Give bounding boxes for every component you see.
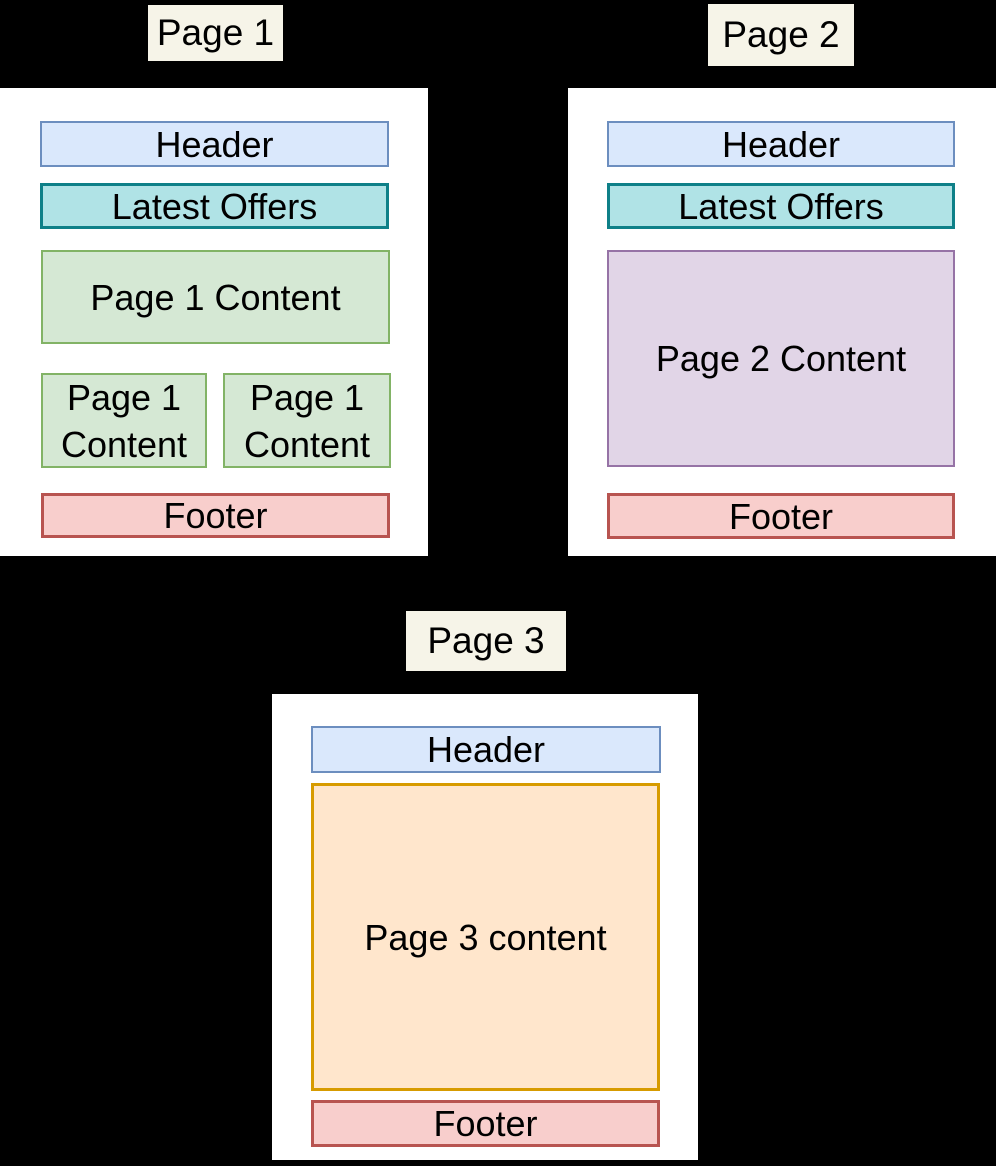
page1-card: Header Latest Offers Page 1 Content Page… (0, 88, 428, 556)
page3-header-block: Header (311, 726, 661, 773)
page1-latest-offers-block: Latest Offers (40, 183, 389, 229)
page1-content-left-block: Page 1 Content (41, 373, 207, 468)
page1-title: Page 1 (148, 5, 283, 61)
page3-card: Header Page 3 content Footer (272, 694, 698, 1160)
page2-card: Header Latest Offers Page 2 Content Foot… (568, 88, 996, 556)
page3-content-main-block: Page 3 content (311, 783, 660, 1091)
page2-header-block: Header (607, 121, 955, 167)
page1-footer-block: Footer (41, 493, 390, 538)
page2-title: Page 2 (708, 4, 854, 66)
page2-latest-offers-block: Latest Offers (607, 183, 955, 229)
page1-content-right-block: Page 1 Content (223, 373, 391, 468)
page1-header-block: Header (40, 121, 389, 167)
page2-footer-block: Footer (607, 493, 955, 539)
page3-footer-block: Footer (311, 1100, 660, 1147)
page1-content-main-block: Page 1 Content (41, 250, 390, 344)
page2-content-main-block: Page 2 Content (607, 250, 955, 467)
page3-title: Page 3 (406, 611, 566, 671)
